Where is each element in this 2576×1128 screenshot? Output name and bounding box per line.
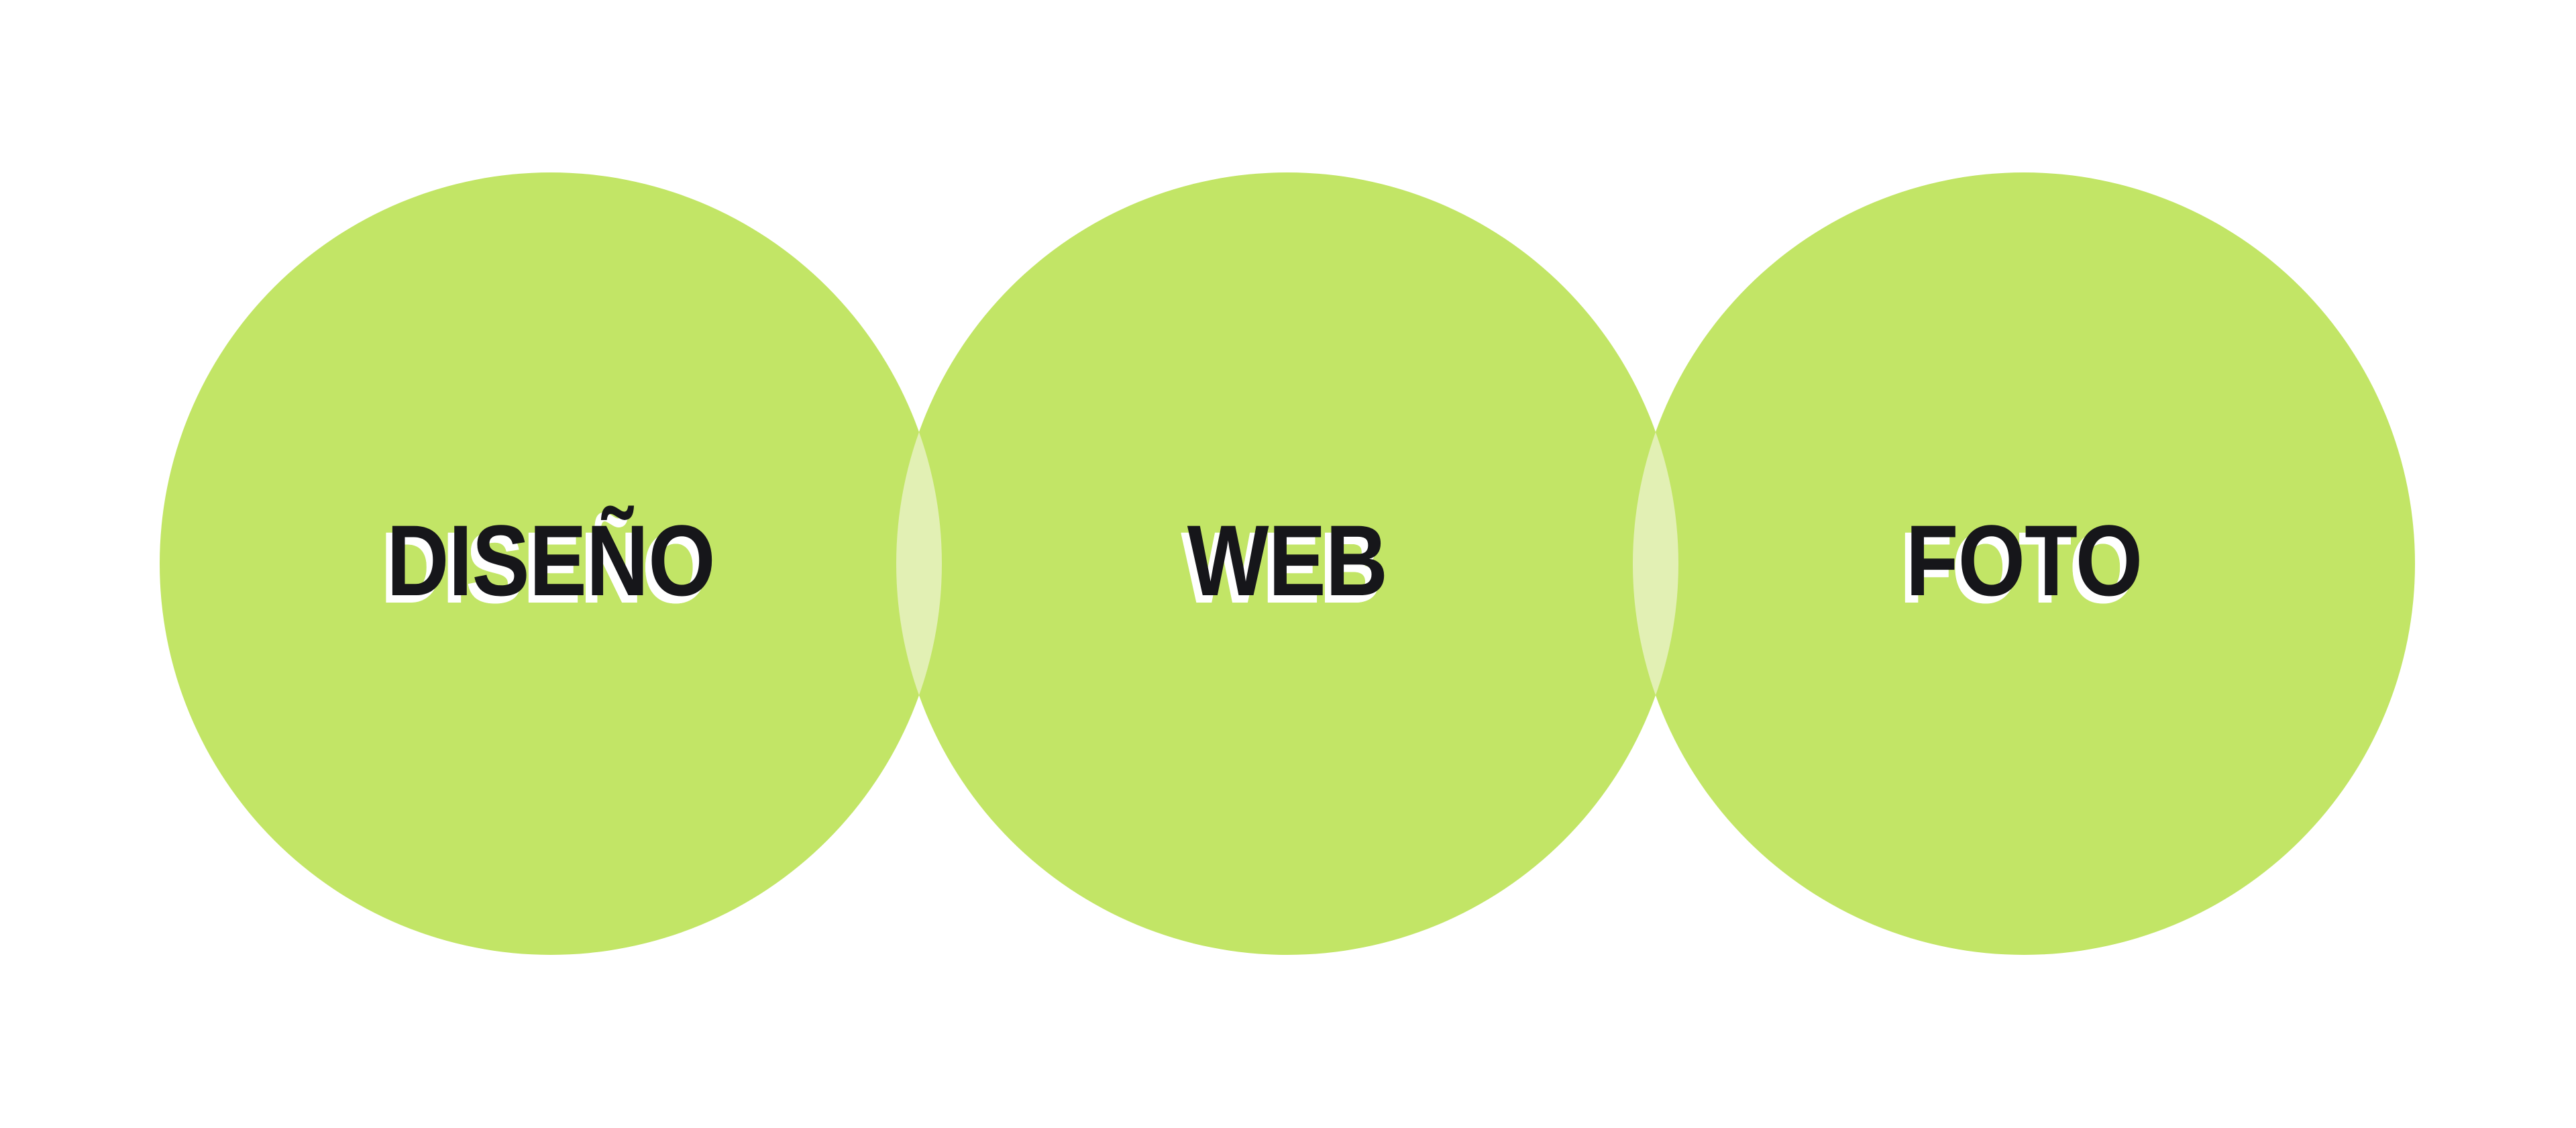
circle-label-web-text: WEB (1187, 504, 1388, 617)
circle-label-foto[interactable]: FOTO (1886, 510, 2161, 611)
circle-web[interactable] (896, 172, 1678, 955)
circle-label-foto-text: FOTO (1905, 504, 2143, 617)
circle-foto[interactable] (1633, 172, 2415, 955)
circle-label-diseno-text: DISEÑO (386, 504, 715, 617)
circle-label-web[interactable]: WEB (1171, 510, 1404, 611)
circle-label-diseno[interactable]: DISEÑO (360, 510, 741, 611)
circle-diseno[interactable] (160, 172, 942, 955)
